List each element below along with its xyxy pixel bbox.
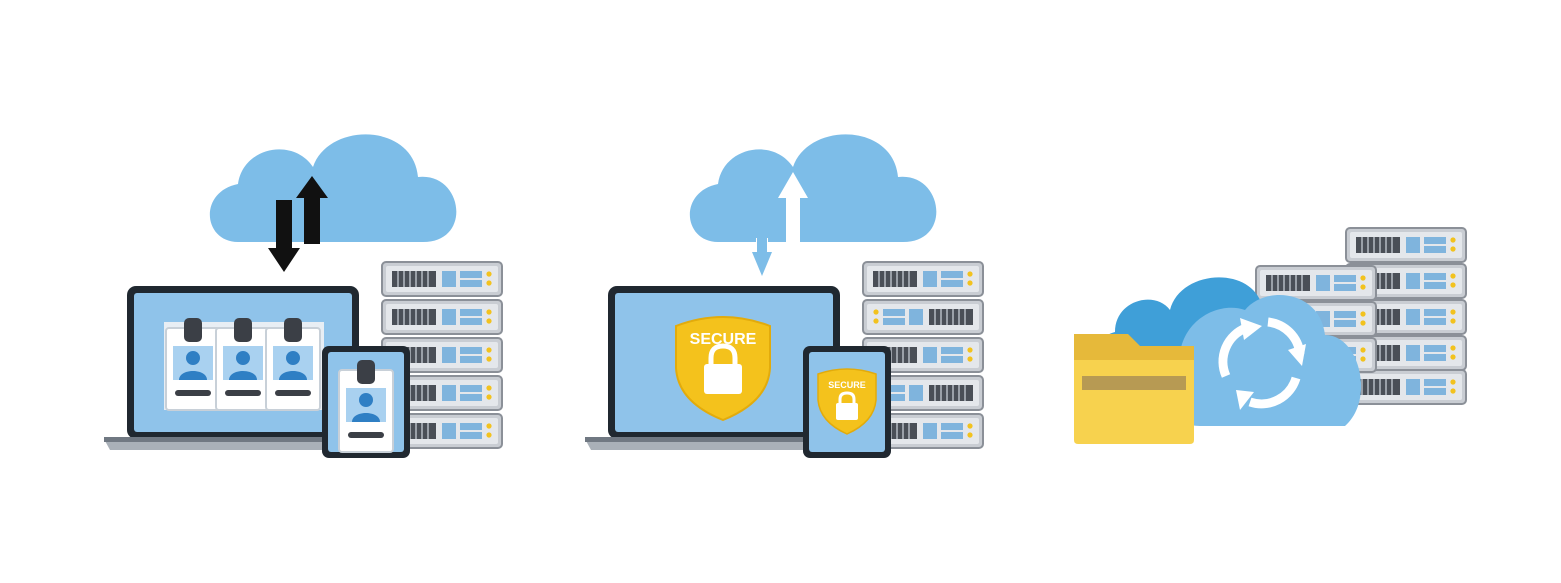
tablet-icon: SECURE: [803, 346, 891, 458]
cloud-icon: [689, 134, 937, 242]
cloud-icon: [209, 134, 457, 242]
shield-lock-icon: SECURE: [675, 316, 771, 422]
shield-text-small: SECURE: [828, 380, 866, 390]
cloud-backup-sync: [1074, 227, 1467, 444]
folder-icon: [1074, 334, 1194, 444]
upload-arrow-icon: [752, 172, 808, 276]
cloud-sync-laptop-servers: [104, 134, 503, 458]
id-card-icon: [165, 317, 321, 411]
tablet-icon: [322, 346, 410, 458]
sync-arrowheads: [1236, 318, 1306, 410]
secure-cloud-upload: SECURE SECURE: [585, 134, 984, 458]
shield-text-large: SECURE: [690, 331, 757, 348]
upload-download-arrows-icon: [268, 176, 328, 272]
